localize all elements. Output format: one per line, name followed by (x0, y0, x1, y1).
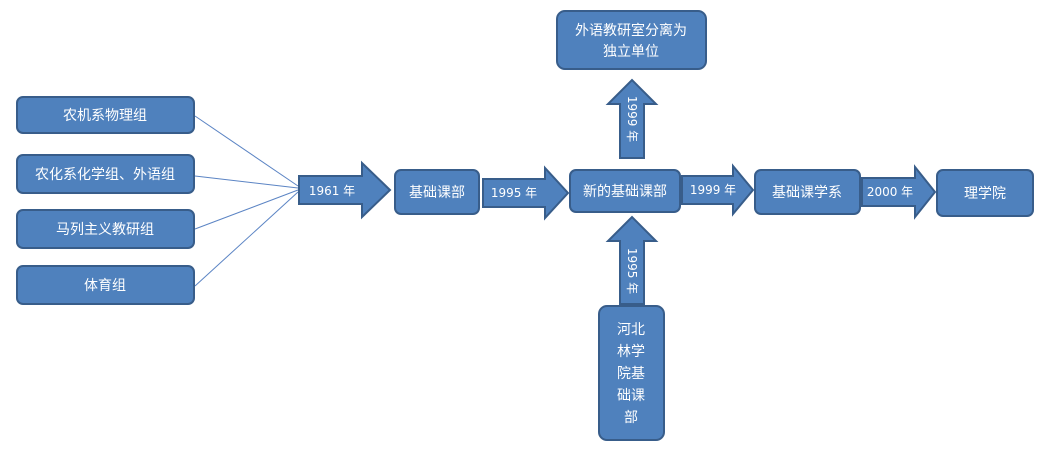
box-hebei: 河北 林学 院基 础课 部 (598, 305, 665, 441)
box-nonghua: 农化系化学组、外语组 (16, 154, 195, 194)
box-tiyu: 体育组 (16, 265, 195, 305)
arrow-1999-label: 1999 年 (690, 183, 736, 197)
box-makesi: 马列主义教研组 (16, 209, 195, 249)
box-hebei-line5: 部 (624, 410, 638, 426)
box-jichu-label: 基础课部 (409, 184, 465, 201)
arrow-1999: 1999 年 (681, 163, 755, 217)
arrow-down-1995-label: 1995 年 (625, 248, 639, 294)
arrow-1995-label: 1995 年 (491, 186, 537, 200)
connector-tiyu (194, 191, 299, 287)
box-lixueyuan: 理学院 (936, 169, 1034, 217)
box-hebei-line2: 林学 (617, 344, 645, 360)
box-nongji-label: 农机系物理组 (63, 108, 147, 124)
box-waiyu-line2: 独立单位 (603, 44, 659, 60)
box-hebei-line4: 础课 (617, 388, 645, 404)
box-waiyu-line1: 外语教研室分离为 (575, 22, 687, 39)
arrow-1961-label: 1961 年 (309, 184, 355, 198)
box-xin-jichu-label: 新的基础课部 (583, 183, 667, 200)
box-hebei-line3: 院基 (617, 365, 645, 382)
box-jichu: 基础课部 (394, 169, 480, 215)
arrow-2000-label: 2000 年 (867, 185, 913, 199)
box-nongji: 农机系物理组 (16, 96, 195, 134)
box-makesi-label: 马列主义教研组 (56, 222, 154, 238)
connector-makesi (194, 189, 299, 230)
box-nonghua-label: 农化系化学组、外语组 (35, 167, 175, 183)
box-jichuxi: 基础课学系 (754, 169, 861, 215)
box-tiyu-label: 体育组 (84, 278, 126, 294)
box-hebei-line1: 河北 (617, 322, 645, 338)
arrow-down-1995: 1995 年 (605, 215, 659, 305)
box-waiyu: 外语教研室分离为 独立单位 (556, 10, 707, 70)
arrow-up-1999-label: 1999 年 (625, 96, 639, 142)
arrow-1961: 1961 年 (298, 160, 392, 220)
box-xin-jichu: 新的基础课部 (569, 169, 681, 213)
arrow-up-1999: 1999 年 (605, 78, 659, 159)
connector-nongji (194, 115, 299, 187)
box-jichuxi-label: 基础课学系 (772, 184, 842, 201)
arrow-2000: 2000 年 (861, 164, 937, 220)
connector-nonghua (194, 175, 299, 189)
arrow-1995: 1995 年 (482, 165, 570, 221)
box-lixueyuan-label: 理学院 (964, 186, 1006, 202)
